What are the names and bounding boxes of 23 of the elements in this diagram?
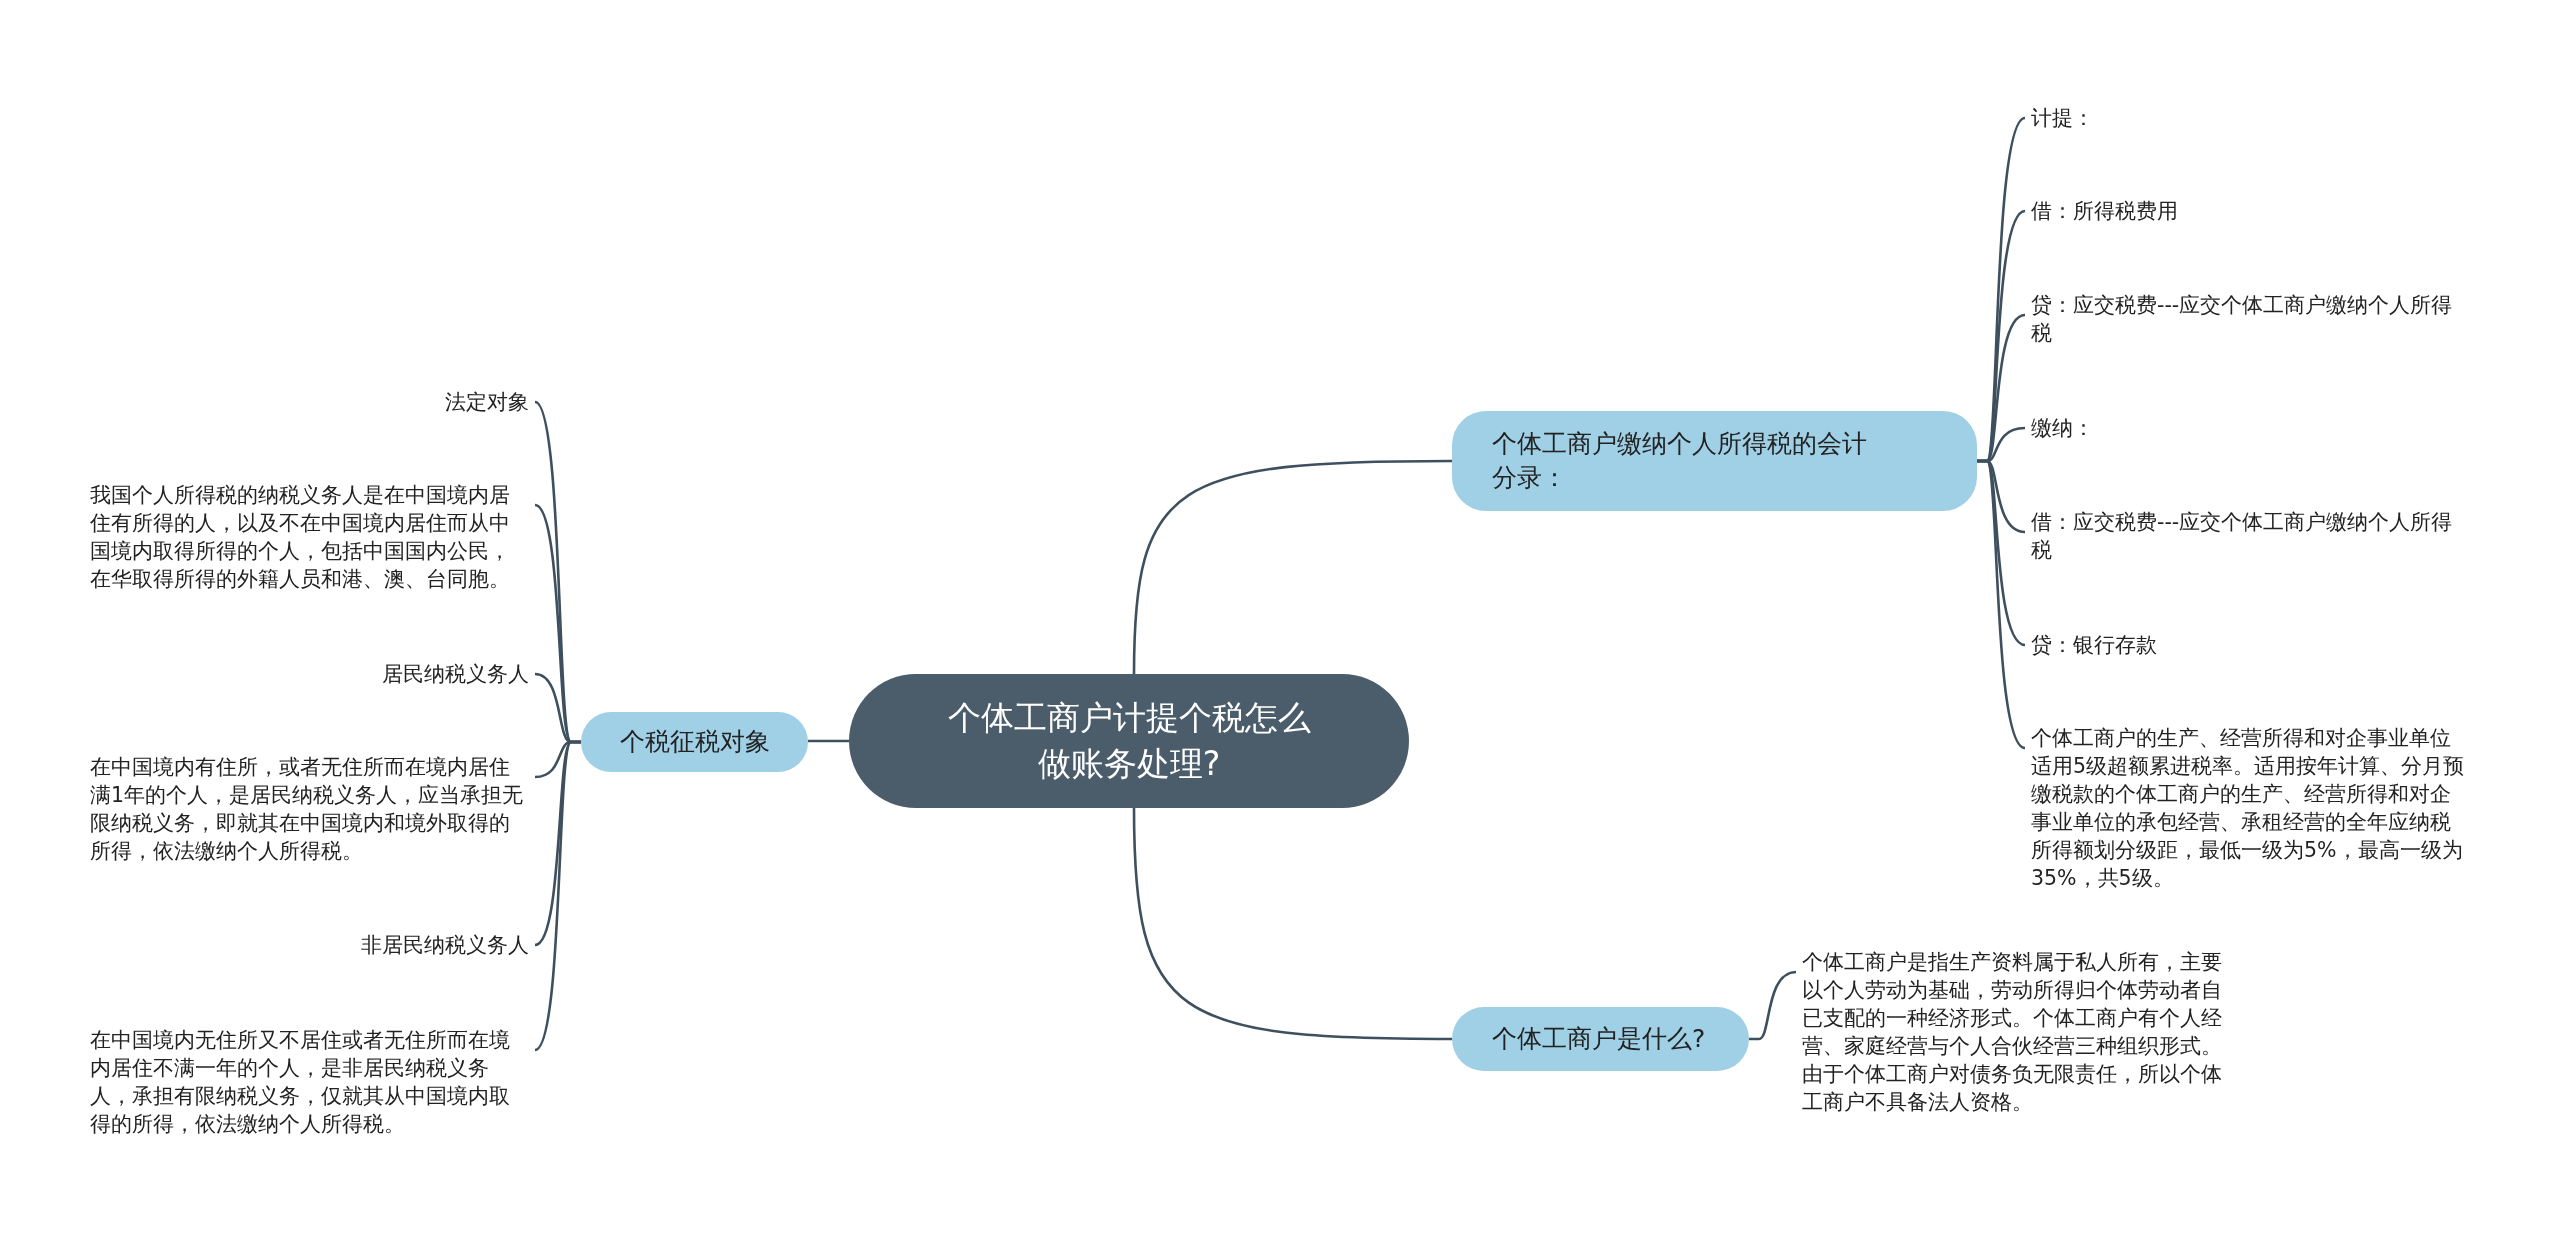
topic-box: 个体工商户缴纳个人所得税的会计分录： bbox=[1452, 411, 1977, 511]
topic-text: 在中国境内无住所又不居住或者无住所而在境内居住不满一年的个人，是非居民纳税义务人，承担有限纳税义务，仅就其从中国境内取得的所得，依法缴纳个人所得税。 bbox=[90, 1026, 535, 1138]
topic-text: 贷：应交税费---应交个体工商户缴纳个人所得税 bbox=[2025, 291, 2465, 347]
connector-line bbox=[1977, 459, 2026, 750]
topic-text: 借：应交税费---应交个体工商户缴纳个人所得税 bbox=[2025, 508, 2465, 564]
topic-text: 贷：银行存款 bbox=[2025, 631, 2465, 659]
topic-text: 在中国境内有住所，或者无住所而在境内居住满1年的个人，是居民纳税义务人，应当承担无限纳税义务，即就其在中国境内和境外取得的所得，依法缴纳个人所得税。 bbox=[90, 753, 535, 865]
topic-text: 计提： bbox=[2025, 104, 2465, 132]
connector-line bbox=[1132, 459, 1452, 675]
topic-box: 个税征税对象 bbox=[581, 712, 808, 772]
topic-text: 居民纳税义务人 bbox=[90, 660, 535, 688]
central-topic: 个体工商户计提个税怎么做账务处理? bbox=[849, 674, 1409, 808]
topic-text: 缴纳： bbox=[2025, 414, 2465, 442]
topic-text: 非居民纳税义务人 bbox=[90, 931, 535, 959]
topic-text: 借：所得税费用 bbox=[2025, 197, 2465, 225]
topic-text: 个体工商户的生产、经营所得和对企事业单位适用5级超额累进税率。适用按年计算、分月预缴税款的个体工商户的生产、经营所得和对企事业单位的承包经营、承租经营的全年应纳税所得额划分级距，最低一级为5%，最高一级为35%，共5级。 bbox=[2025, 724, 2465, 892]
topic-text: 我国个人所得税的纳税义务人是在中国境内居住有所得的人，以及不在中国境内居住而从中国境内取得所得的个人，包括中国国内公民，在华取得所得的外籍人员和港、澳、台同胞。 bbox=[90, 481, 535, 593]
connector-line bbox=[808, 739, 849, 743]
topic-box: 个体工商户是什么? bbox=[1452, 1007, 1749, 1071]
topic-text: 法定对象 bbox=[90, 388, 535, 416]
topic-text: 个体工商户是指生产资料属于私人所有，主要以个人劳动为基础，劳动所得归个体劳动者自已支配的一种经济形式。个体工商户有个人经营、家庭经营与个人合伙经营三种组织形式。由于个体工商户对债务负无限责任，所以个体工商户不具备法人资格。 bbox=[1796, 948, 2236, 1116]
connector-line bbox=[534, 740, 581, 1051]
connector-line bbox=[1132, 807, 1452, 1041]
